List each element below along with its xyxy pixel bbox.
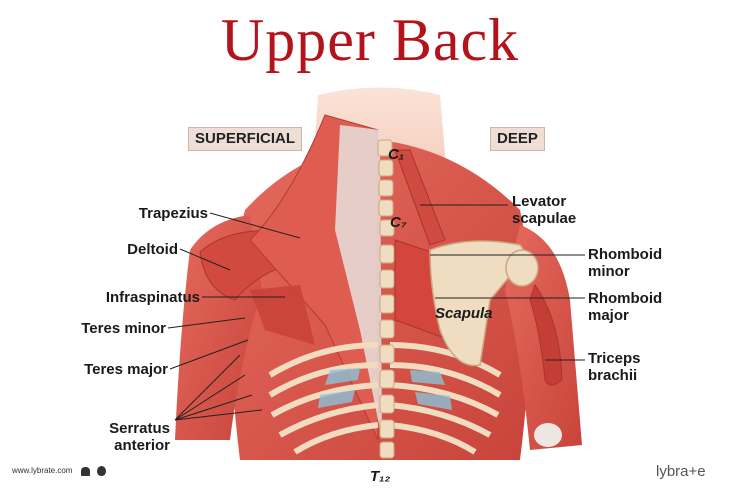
ribs-right bbox=[389, 342, 502, 455]
triceps-label-line1: Triceps bbox=[588, 350, 641, 367]
infraspinatus-label: Infraspinatus bbox=[105, 289, 200, 306]
vertebra-c7-label: C₇ bbox=[390, 214, 407, 231]
vertebra-t12-label: T₁₂ bbox=[370, 468, 391, 485]
elbow bbox=[534, 423, 562, 447]
scapula-bone bbox=[429, 240, 525, 367]
levator-label-line1: Levator bbox=[512, 193, 567, 210]
trapezius-label: Trapezius bbox=[138, 205, 208, 222]
trapezius-tendon bbox=[335, 125, 382, 440]
page-title: Upper Back bbox=[220, 7, 520, 73]
rhomboid-minor-label-line1: Rhomboid bbox=[588, 246, 663, 263]
footer-site: www.lybrate.com bbox=[12, 466, 106, 476]
spine bbox=[377, 139, 395, 459]
superficial-tag: SUPERFICIAL bbox=[188, 127, 303, 151]
humerus-head bbox=[505, 249, 539, 287]
leader-lines bbox=[167, 204, 585, 421]
levator-label-line2: scapulae bbox=[512, 210, 577, 227]
apple-icon[interactable] bbox=[96, 466, 106, 476]
rhomboid-minor-label-line2: minor bbox=[588, 263, 630, 280]
site-url[interactable]: www.lybrate.com bbox=[12, 466, 73, 476]
rhomboid-major-label-line2: major bbox=[588, 307, 629, 324]
deep-tag: DEEP bbox=[490, 127, 545, 151]
triceps-label-line2: brachii bbox=[588, 367, 638, 384]
serratus-label-line2: anterior bbox=[114, 437, 170, 454]
levator-scapulae-muscle bbox=[394, 149, 446, 246]
intercostal-space bbox=[318, 368, 452, 410]
scapula-label: Scapula bbox=[435, 305, 493, 322]
rhomboid-major-label-line1: Rhomboid bbox=[588, 290, 663, 307]
teres-minor-label: Teres minor bbox=[81, 320, 166, 337]
teres-major-label: Teres major bbox=[84, 361, 168, 378]
brand-logo[interactable]: lybra+e bbox=[656, 463, 706, 480]
vertebra-c1-label: C₁ bbox=[388, 146, 405, 163]
infraspinatus-muscle bbox=[250, 285, 315, 345]
android-icon[interactable] bbox=[80, 466, 90, 476]
serratus-label-line1: Serratus bbox=[109, 420, 170, 437]
ribs-left bbox=[268, 342, 379, 455]
deltoid-label: Deltoid bbox=[127, 241, 178, 258]
